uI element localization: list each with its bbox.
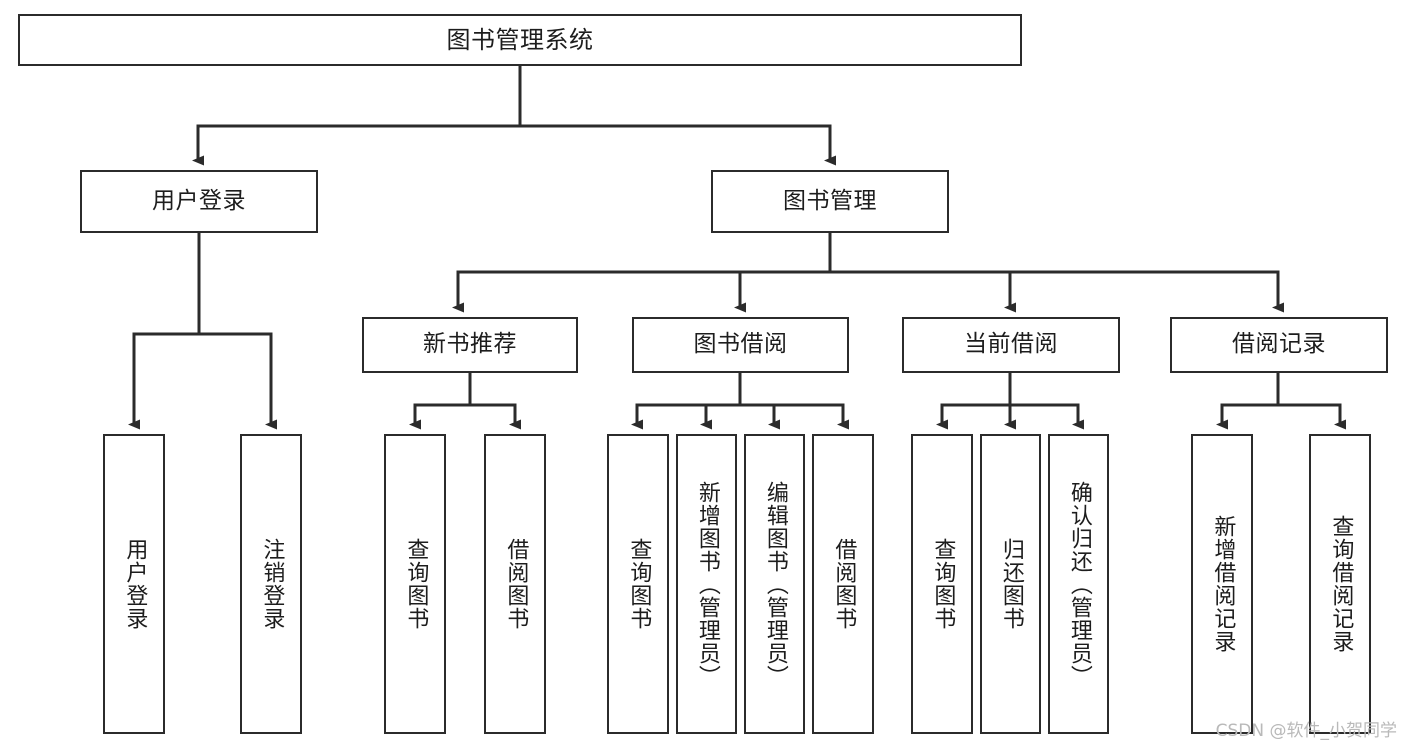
csdn-watermark: CSDN @软件_小贺同学 — [1215, 721, 1397, 741]
node-label: 归还图书 — [998, 538, 1024, 630]
node-current-borrow[interactable]: 当前借阅 — [902, 317, 1120, 373]
node-borrow-book-2[interactable]: 借阅图书 — [812, 434, 874, 734]
node-label: 新增图书（管理员） — [694, 480, 720, 688]
node-new-book-recommend[interactable]: 新书推荐 — [362, 317, 578, 373]
node-borrow-record[interactable]: 借阅记录 — [1170, 317, 1388, 373]
node-label: 图书管理 — [783, 187, 877, 214]
node-label: 借阅图书 — [831, 538, 857, 630]
node-label: 查询图书 — [930, 538, 956, 630]
node-label: 用户登录 — [122, 538, 148, 630]
node-label: 编辑图书（管理员） — [762, 480, 788, 688]
node-label: 新增借阅记录 — [1210, 515, 1236, 653]
node-label: 图书借阅 — [693, 331, 788, 358]
node-label: 确认归还（管理员） — [1066, 480, 1092, 688]
node-label: 注销登录 — [259, 538, 285, 630]
node-book-management-system[interactable]: 图书管理系统 — [18, 14, 1022, 66]
node-book-borrow[interactable]: 图书借阅 — [632, 317, 849, 373]
node-label: 图书管理系统 — [446, 25, 594, 54]
node-edit-book[interactable]: 编辑图书（管理员） — [744, 434, 805, 734]
node-logout-leaf[interactable]: 注销登录 — [240, 434, 302, 734]
node-query-book-1[interactable]: 查询图书 — [384, 434, 446, 734]
node-add-borrow-record[interactable]: 新增借阅记录 — [1191, 434, 1253, 734]
node-label: 借阅图书 — [503, 538, 529, 630]
node-query-book-3[interactable]: 查询图书 — [911, 434, 973, 734]
node-return-book[interactable]: 归还图书 — [980, 434, 1041, 734]
node-label: 借阅记录 — [1232, 331, 1326, 358]
node-label: 当前借阅 — [964, 331, 1058, 358]
node-query-borrow-record[interactable]: 查询借阅记录 — [1309, 434, 1371, 734]
node-user-login-leaf[interactable]: 用户登录 — [103, 434, 165, 734]
node-confirm-return[interactable]: 确认归还（管理员） — [1048, 434, 1109, 734]
node-label: 查询图书 — [626, 538, 652, 630]
node-query-book-2[interactable]: 查询图书 — [607, 434, 669, 734]
node-label: 用户登录 — [152, 187, 246, 214]
node-label: 查询借阅记录 — [1328, 515, 1354, 653]
node-add-book[interactable]: 新增图书（管理员） — [676, 434, 737, 734]
node-book-management[interactable]: 图书管理 — [711, 170, 949, 233]
node-borrow-book-1[interactable]: 借阅图书 — [484, 434, 546, 734]
node-label: 新书推荐 — [423, 331, 517, 358]
node-user-login[interactable]: 用户登录 — [80, 170, 318, 233]
node-label: 查询图书 — [403, 538, 429, 630]
